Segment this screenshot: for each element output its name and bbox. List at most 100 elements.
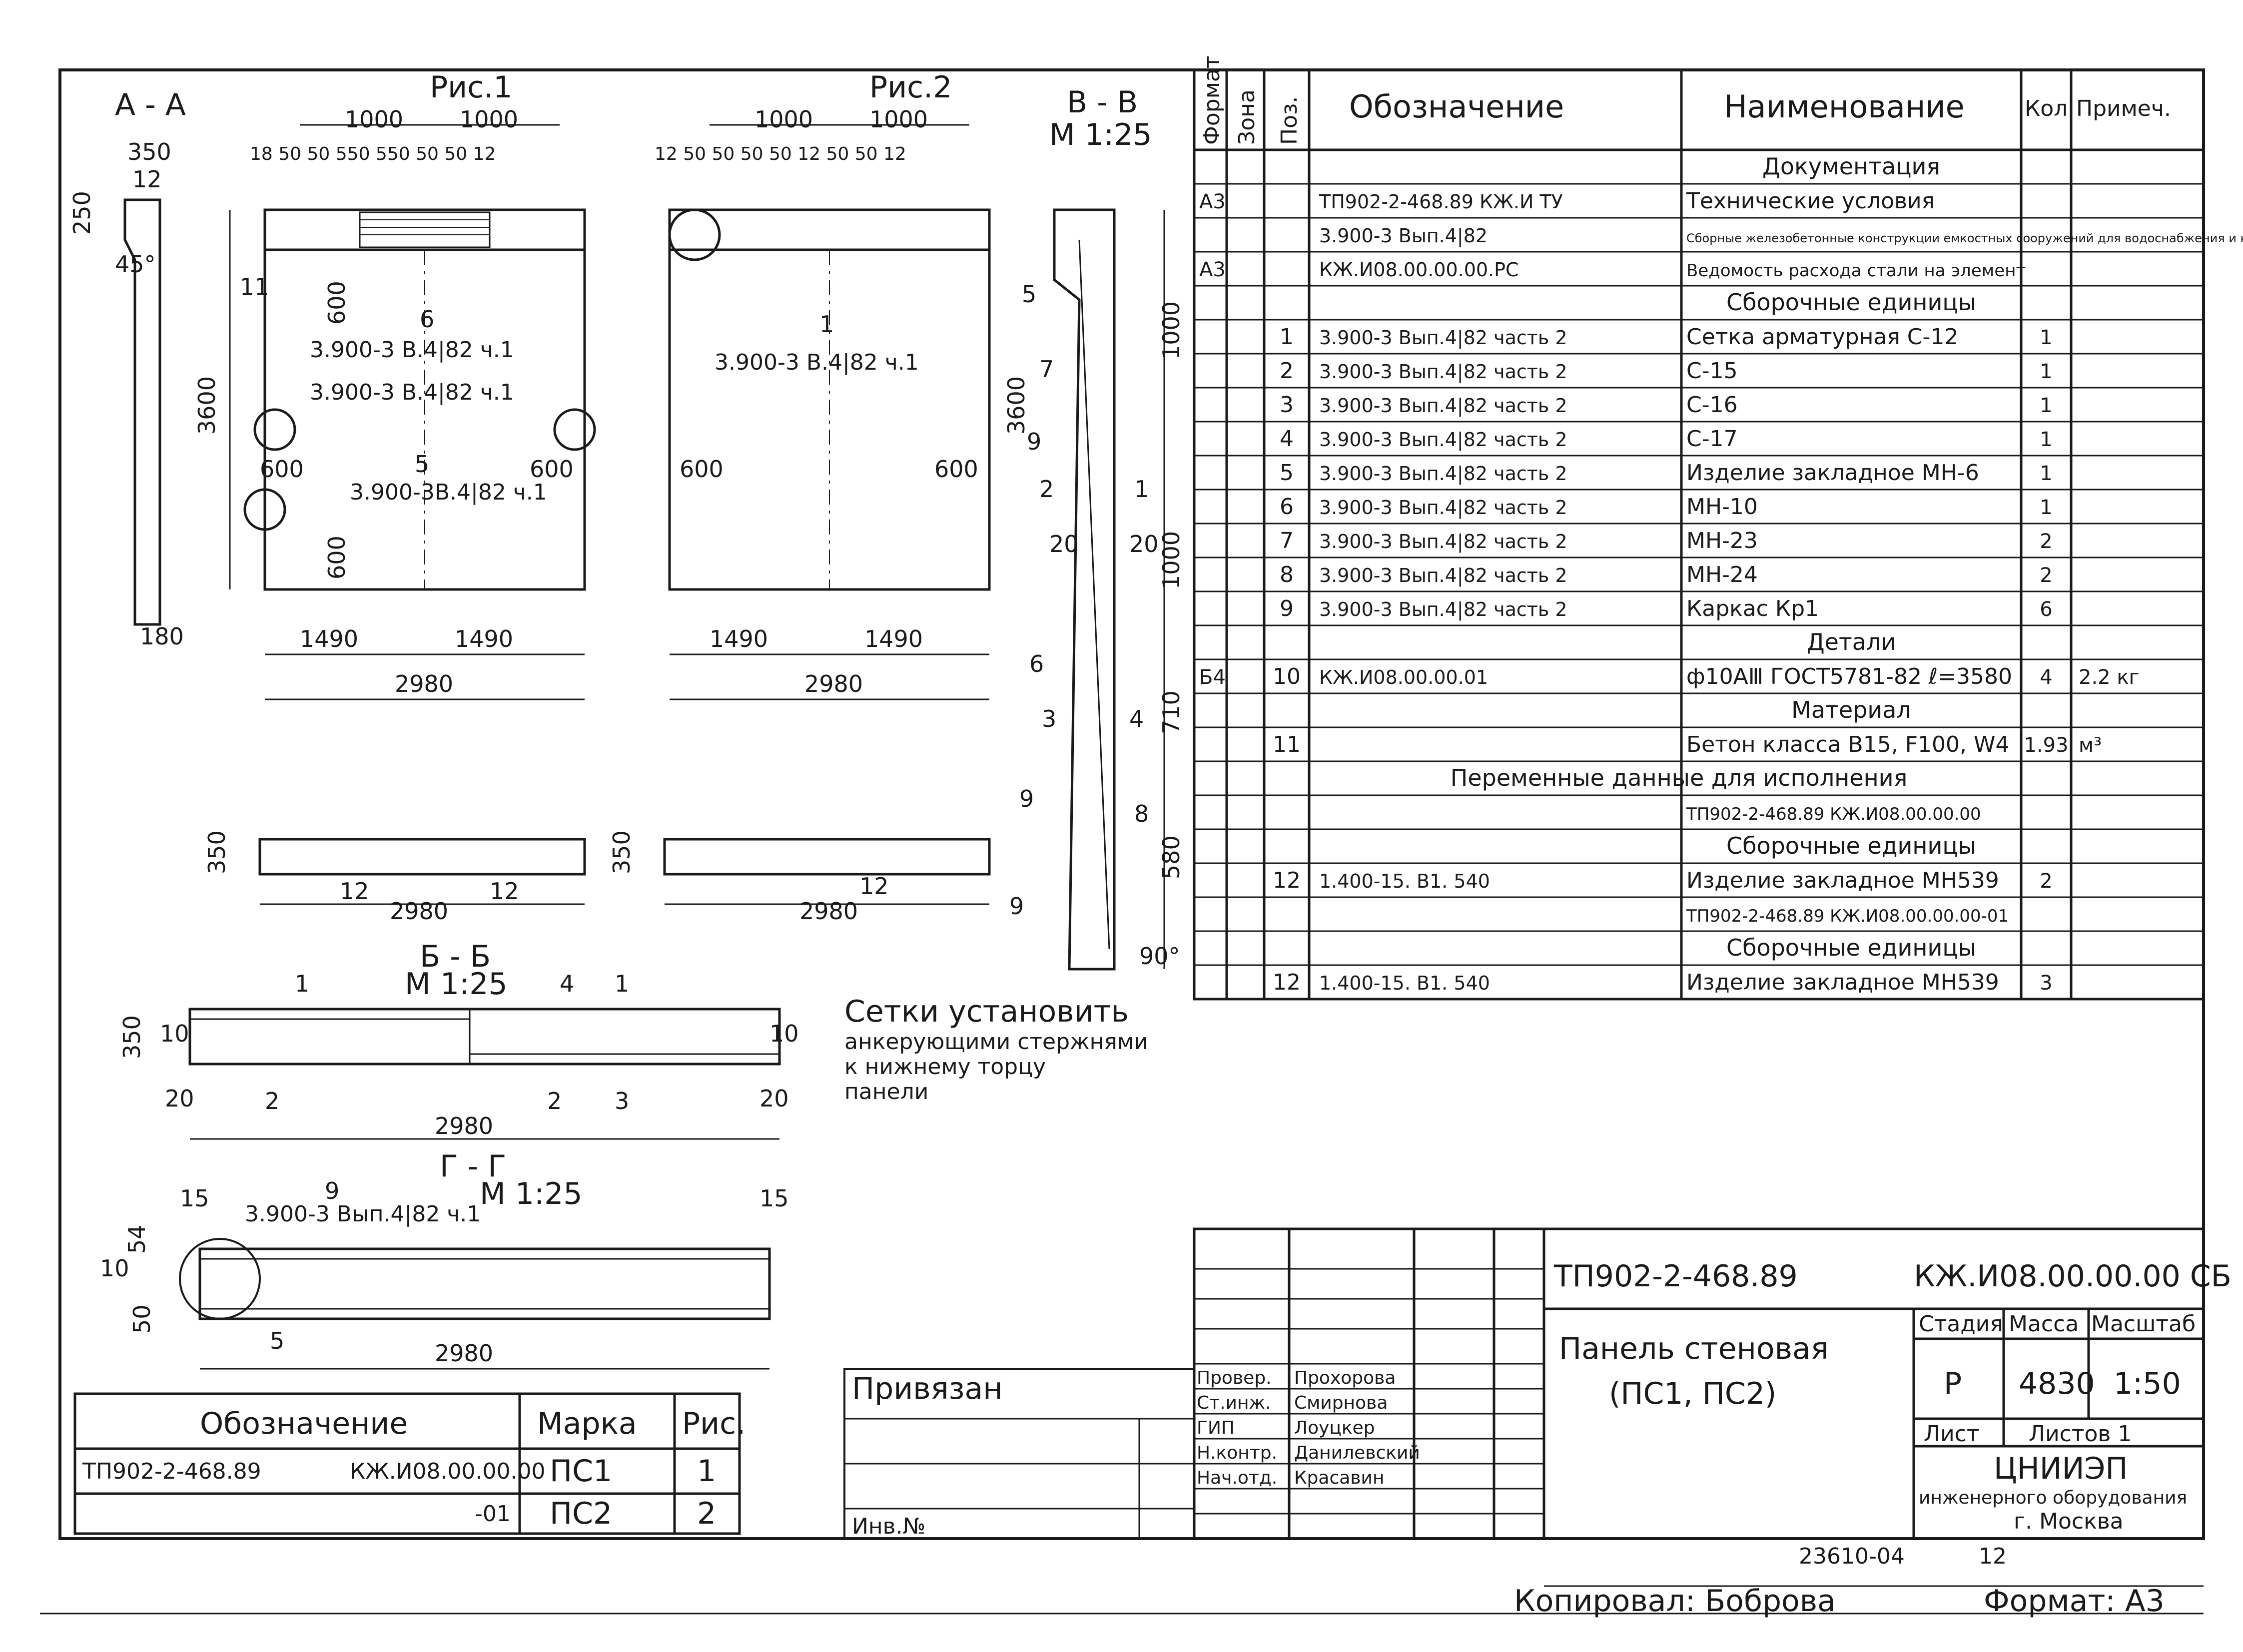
signature-role: Н.контр.	[1197, 1443, 1277, 1463]
callout-8: 8	[1134, 800, 1149, 827]
spec-cell-qty: 1.93	[2024, 734, 2068, 757]
spec-cell-qty: 1	[2040, 496, 2052, 519]
callout-4: 4	[560, 970, 574, 997]
spec-cell-name: Сборные железобетонные конструкции емкос…	[1686, 231, 2243, 245]
section-gg-scale: М 1:25	[480, 1176, 583, 1211]
spec-cell-designation: 3.900-3 Вып.4|82 часть 2	[1319, 564, 1567, 587]
section-aa	[123, 198, 161, 626]
spec-cell-designation: 3.900-3 Вып.4|82 часть 2	[1319, 361, 1567, 383]
spec-cell-name: ТП902-2-468.89 КЖ.И08.00.00.00	[1686, 804, 1981, 824]
spec-cell-name: Ведомость расхода стали на элемент	[1686, 261, 2026, 281]
spec-cell-name: Сборочные единицы	[1726, 832, 1976, 859]
spec-cell-pos: 12	[1273, 970, 1301, 995]
signature-role: Ст.инж.	[1197, 1393, 1271, 1413]
callout-2: 2	[547, 1088, 562, 1114]
signature-name: Красавин	[1294, 1468, 1384, 1488]
dim-600: 600	[323, 536, 350, 579]
dim-1000: 1000	[345, 106, 403, 133]
callout-9: 9	[1019, 785, 1034, 812]
org-subtitle: инженерного оборудования	[1919, 1488, 2187, 1508]
plan-views	[258, 838, 991, 905]
spec-cell-qty: 1	[2040, 326, 2052, 349]
spec-cell-name: Изделие закладное МН-6	[1686, 460, 1979, 486]
dim-20: 20	[1049, 531, 1079, 557]
spec-cell-format: А3	[1199, 258, 1226, 281]
spec-header-zone: Зона	[1234, 89, 1260, 145]
dim-1000: 1000	[1158, 531, 1185, 589]
marks-row-mark: ПС1	[550, 1454, 612, 1489]
spec-cell-pos: 11	[1273, 732, 1301, 757]
spec-cell-name: Изделие закладное МН539	[1686, 868, 1999, 893]
page-number: 12	[1979, 1544, 2007, 1569]
spec-cell-name: МН-24	[1686, 562, 1758, 587]
callout-5: 5	[415, 451, 429, 478]
spec-cell-name: Сетка арматурная С-12	[1686, 324, 1958, 350]
spec-cell-designation: 1.400-15. В1. 540	[1319, 870, 1490, 892]
dim-600: 600	[680, 456, 724, 483]
signature-name: Смирнова	[1294, 1393, 1388, 1413]
spec-cell-designation: Переменные данные для исполнения	[1451, 764, 1908, 791]
dim-350: 350	[127, 138, 171, 165]
inventory-label: Инв.№	[852, 1514, 925, 1539]
note-line: анкерующими стержнями	[844, 1029, 1148, 1055]
dim-600: 600	[934, 456, 978, 483]
signature-role: Нач.отд.	[1197, 1468, 1277, 1488]
fig2-title: Рис.2	[869, 70, 952, 105]
spec-cell-qty: 1	[2040, 360, 2052, 383]
stamp-number: 23610-04	[1799, 1544, 1905, 1569]
spec-cell-qty: 4	[2040, 666, 2052, 689]
callout-6: 6	[420, 306, 434, 333]
spec-header-qty: Кол.	[2025, 96, 2075, 121]
dim-180: 180	[140, 623, 184, 650]
dim-580: 580	[1158, 835, 1185, 879]
callout-9: 9	[325, 1177, 339, 1204]
spec-cell-pos: 4	[1280, 426, 1294, 452]
dim-350: 350	[608, 830, 635, 874]
section-bb-scale: М 1:25	[405, 967, 508, 1002]
spec-cell-name: Сборочные единицы	[1726, 289, 1976, 316]
drawing-code: КЖ.И08.00.00.00 СБ	[1914, 1259, 2232, 1294]
spec-header-designation: Обозначение	[1349, 88, 1564, 125]
dim-50: 50	[128, 1304, 155, 1334]
callout-11: 11	[240, 273, 269, 300]
spec-cell-name: С-16	[1686, 392, 1738, 418]
format-label: Формат: А3	[1984, 1584, 2165, 1619]
dim-45: 45°	[115, 251, 156, 278]
marks-row-mark: ПС2	[550, 1496, 612, 1531]
spec-cell-name: ТП902-2-468.89 КЖ.И08.00.00.00-01	[1686, 906, 2009, 926]
spec-cell-pos: 1	[1280, 324, 1294, 350]
dim-3600: 3600	[193, 376, 220, 435]
dim-12: 12	[132, 166, 162, 193]
spec-cell-pos: 9	[1280, 596, 1294, 621]
dim-600: 600	[260, 456, 304, 483]
dim-15: 15	[759, 1185, 789, 1212]
fig1-title: Рис.1	[430, 70, 512, 105]
spec-cell-note: м³	[2079, 734, 2102, 757]
spec-cell-format: Б4	[1199, 666, 1226, 689]
dim-top-row: 12 50 50 50 50 12 50 50 12	[655, 144, 906, 164]
dim-1000: 1000	[869, 106, 928, 133]
org-city: г. Москва	[2014, 1509, 2124, 1534]
spec-cell-designation: 3.900-3 Вып.4|82 часть 2	[1319, 429, 1567, 451]
dim-54: 54	[123, 1224, 150, 1254]
callout-12: 12	[340, 878, 369, 905]
spec-cell-format: А3	[1199, 190, 1226, 213]
dim-350: 350	[203, 830, 230, 874]
signature-name: Прохорова	[1294, 1368, 1396, 1388]
section-bb-title: Б - Б	[420, 939, 491, 974]
spec-cell-designation: 3.900-3 Вып.4|82 часть 2	[1319, 327, 1567, 349]
dim-2980: 2980	[395, 670, 453, 697]
spec-cell-designation: 1.400-15. В1. 540	[1319, 972, 1490, 994]
spec-cell-qty: 2	[2040, 564, 2052, 587]
marks-row-code: -01	[475, 1501, 511, 1527]
section-gg-title: Г - Г	[440, 1149, 506, 1184]
scale-value: 1:50	[2114, 1366, 2181, 1401]
spec-cell-designation: КЖ.И08.00.00.01	[1319, 666, 1488, 688]
marks-row-designation: ТП902-2-468.89	[82, 1459, 261, 1484]
note-line: панели	[844, 1079, 928, 1104]
spec-cell-pos: 7	[1280, 528, 1294, 553]
scale-label: Масштаб	[2091, 1311, 2196, 1337]
mass-label: Масса	[2009, 1311, 2079, 1337]
callout-3: 3	[615, 1088, 629, 1114]
